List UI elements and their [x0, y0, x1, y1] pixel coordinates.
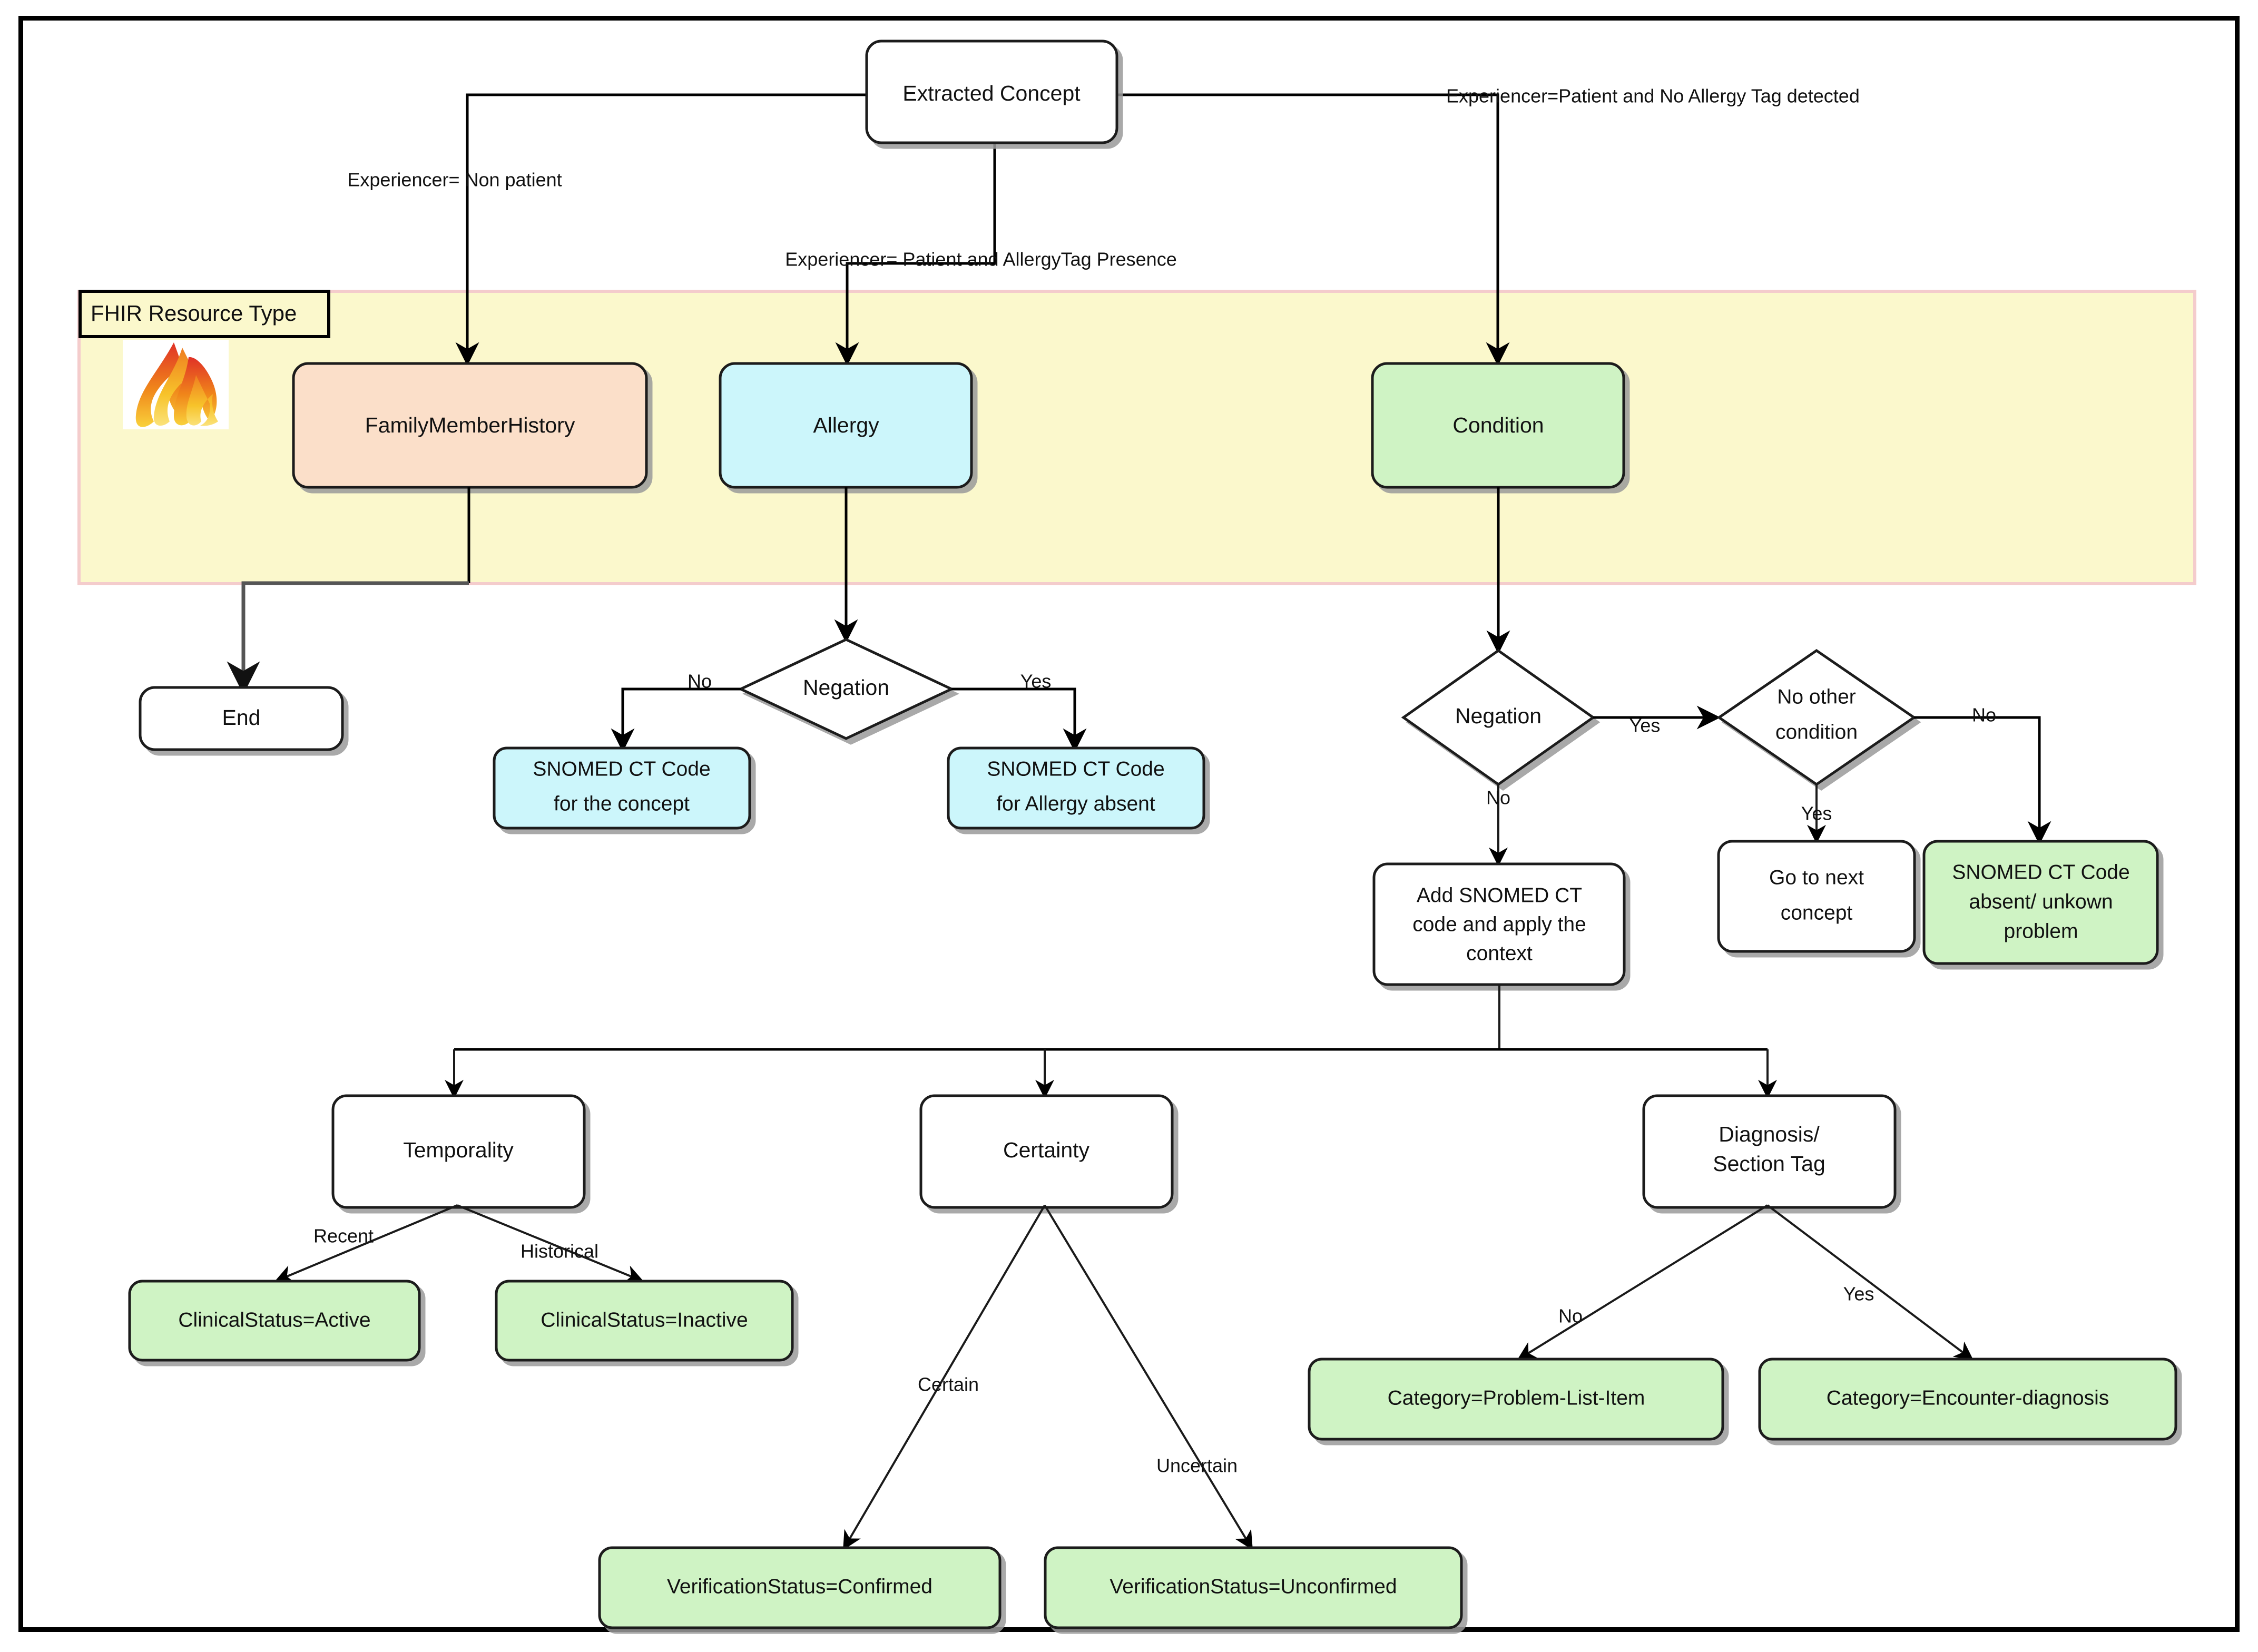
diagram-outer-frame: [18, 16, 2240, 1632]
edge-fmh-to-end: [227, 581, 469, 695]
node-verificationstatus-confirmed-label: VerificationStatus=Confirmed: [667, 1575, 932, 1598]
edge-label-certainty-uncertain: Uncertain: [1156, 1455, 1238, 1477]
edge-temporality-historical: [457, 1204, 644, 1283]
node-category-encounter-diagnosis-label: Category=Encounter-diagnosis: [1827, 1386, 2109, 1409]
edge-no-other-no: [1914, 716, 2051, 845]
node-category-problem-list-item[interactable]: [1308, 1358, 1724, 1441]
node-verificationstatus-confirmed[interactable]: [598, 1546, 1002, 1629]
node-end-label: End: [222, 705, 261, 730]
node-category-encounter-diagnosis[interactable]: [1758, 1358, 2177, 1441]
edge-label-temporality-recent: Recent: [313, 1225, 374, 1247]
node-extracted-concept[interactable]: [865, 40, 1118, 144]
node-verificationstatus-unconfirmed-label: VerificationStatus=Unconfirmed: [1110, 1575, 1397, 1598]
edge-diagnosis-yes: [1766, 1204, 1974, 1361]
node-no-other-condition[interactable]: [1716, 648, 1917, 786]
edge-label-temporality-historical: Historical: [521, 1241, 598, 1262]
edge-label-cond-neg-no: No: [1486, 787, 1510, 809]
node-add-snomed-line1: Add SNOMED CT: [1417, 884, 1582, 907]
edge-allergy-negation-yes: [951, 687, 1087, 752]
node-add-snomed-line2: code and apply the: [1412, 913, 1586, 936]
node-snomed-allergy-absent-line1: SNOMED CT Code: [987, 758, 1164, 780]
node-family-member-history-label: FamilyMemberHistory: [365, 413, 575, 437]
node-go-to-next-concept-line2: concept: [1781, 901, 1853, 924]
node-snomed-for-concept-line1: SNOMED CT Code: [533, 758, 710, 780]
edge-label-patient-allergytag: Experiencer= Patient and AllergyTag Pres…: [785, 249, 1176, 270]
node-snomed-for-concept-line2: for the concept: [554, 792, 690, 815]
node-diagnosis-section-tag-line1: Diagnosis/: [1719, 1122, 1820, 1146]
edge-label-diagnosis-no: No: [1558, 1305, 1583, 1327]
node-negation-allergy-label: Negation: [803, 675, 889, 700]
node-temporality[interactable]: [331, 1094, 586, 1209]
node-no-other-condition-line2: condition: [1775, 721, 1858, 743]
node-clinicalstatus-inactive-label: ClinicalStatus=Inactive: [541, 1309, 748, 1331]
edge-certainty-uncertain: [1044, 1204, 1253, 1550]
node-extracted-concept-label: Extracted Concept: [902, 81, 1081, 105]
fhir-flame-logo: [123, 340, 229, 429]
edge-label-no-other-no: No: [1972, 704, 1996, 726]
edge-diagnosis-no: [1517, 1204, 1769, 1361]
node-allergy-label: Allergy: [813, 413, 879, 437]
node-go-to-next-concept[interactable]: [1717, 840, 1916, 953]
node-snomed-absent-unknown-line3: problem: [2004, 920, 2078, 942]
edge-allergy-negation-no: [611, 687, 741, 752]
node-clinicalstatus-inactive[interactable]: [495, 1280, 794, 1362]
node-snomed-for-concept[interactable]: [493, 746, 751, 830]
edge-label-diagnosis-yes: Yes: [1843, 1283, 1874, 1305]
edge-extracted-to-allergy: [835, 142, 996, 366]
edge-label-allergy-neg-no: No: [688, 671, 712, 692]
node-condition-label: Condition: [1452, 413, 1544, 437]
node-go-to-next-concept-line1: Go to next: [1769, 866, 1864, 889]
node-category-problem-list-item-label: Category=Problem-List-Item: [1388, 1386, 1645, 1409]
node-negation-condition-label: Negation: [1455, 704, 1542, 728]
edge-extracted-to-fmh: [455, 93, 867, 366]
node-temporality-label: Temporality: [403, 1138, 514, 1162]
edge-certainty-certain: [843, 1204, 1046, 1550]
node-end[interactable]: [139, 686, 344, 751]
node-clinicalstatus-active-label: ClinicalStatus=Active: [178, 1309, 370, 1331]
node-snomed-absent-unknown-line2: absent/ unkown: [1969, 890, 2113, 913]
fhir-resource-band-title: FHIR Resource Type: [91, 301, 297, 326]
edge-label-patient-no-allergy: Experiencer=Patient and No Allergy Tag d…: [1446, 85, 1860, 107]
node-snomed-allergy-absent-line2: for Allergy absent: [996, 792, 1155, 815]
node-verificationstatus-unconfirmed[interactable]: [1044, 1546, 1463, 1629]
edge-label-no-other-yes: Yes: [1801, 803, 1832, 824]
node-certainty-label: Certainty: [1003, 1138, 1090, 1162]
node-snomed-allergy-absent[interactable]: [947, 746, 1205, 830]
fhir-resource-band-title-box: [78, 290, 330, 338]
edge-temporality-recent: [274, 1204, 458, 1283]
node-clinicalstatus-active[interactable]: [128, 1280, 421, 1362]
node-diagnosis-section-tag-line2: Section Tag: [1713, 1152, 1825, 1176]
node-snomed-absent-unknown[interactable]: [1922, 840, 2159, 965]
node-no-other-condition-line1: No other: [1777, 685, 1856, 708]
node-add-snomed-line3: context: [1466, 942, 1533, 965]
node-negation-allergy[interactable]: [738, 638, 955, 740]
edge-extracted-to-condition: [1117, 93, 1510, 366]
edge-label-certainty-certain: Certain: [918, 1374, 979, 1395]
edge-label-cond-neg-yes: Yes: [1629, 715, 1661, 736]
node-snomed-absent-unknown-line1: SNOMED CT Code: [1952, 861, 2129, 883]
edge-label-allergy-neg-yes: Yes: [1020, 671, 1052, 692]
edge-label-non-patient: Experiencer= Non patient: [347, 169, 562, 191]
